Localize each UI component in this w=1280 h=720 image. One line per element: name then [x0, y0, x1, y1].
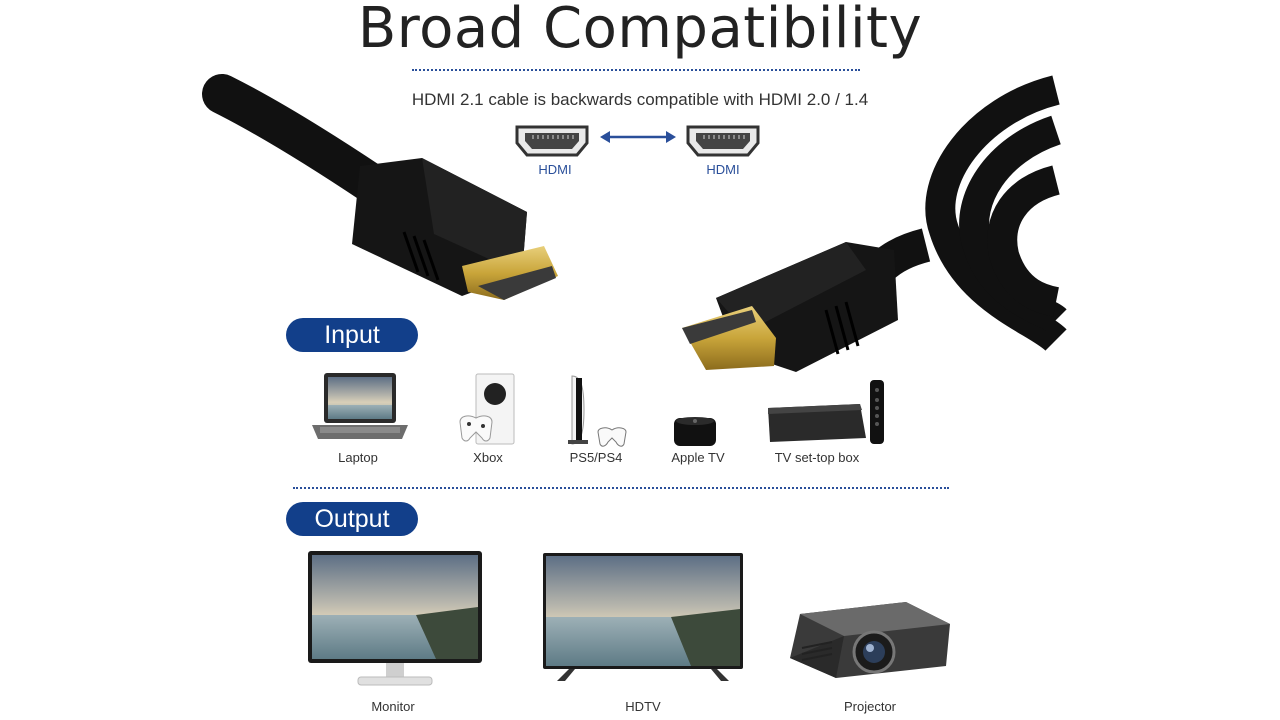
double-arrow-icon	[600, 131, 676, 143]
apple-tv-icon	[674, 417, 716, 446]
playstation-icon	[568, 375, 627, 447]
hdtv-label: HDTV	[625, 699, 661, 714]
set-top-box-label: TV set-top box	[774, 450, 860, 465]
laptop-label: Laptop	[338, 450, 378, 465]
playstation-label: PS5/PS4	[569, 450, 623, 465]
hdmi-cable-plug-left	[202, 74, 558, 300]
apple-tv-label: Apple TV	[671, 450, 725, 465]
laptop-icon	[312, 373, 408, 439]
hdmi-port-icon	[515, 125, 589, 157]
monitor-icon	[308, 551, 482, 686]
xbox-label: Xbox	[473, 450, 503, 465]
projector-icon	[790, 602, 950, 678]
hdtv-icon	[543, 553, 743, 681]
compatibility-subtitle: HDMI 2.1 cable is backwards compatible w…	[411, 90, 869, 109]
hdmi-port-label: HDMI	[538, 162, 572, 177]
output-heading: Output	[286, 502, 418, 536]
hdmi-cable-plug-right	[682, 75, 1067, 372]
xbox-icon	[459, 373, 515, 445]
section-divider	[293, 487, 949, 489]
hdmi-port-label: HDMI	[706, 162, 740, 177]
title-divider	[412, 69, 860, 71]
hdmi-port-icon	[686, 125, 760, 157]
projector-label: Projector	[843, 699, 897, 714]
page-title: Broad Compatibility	[357, 0, 923, 61]
input-heading: Input	[286, 318, 418, 352]
set-top-box-icon	[768, 380, 884, 444]
monitor-label: Monitor	[371, 699, 415, 714]
